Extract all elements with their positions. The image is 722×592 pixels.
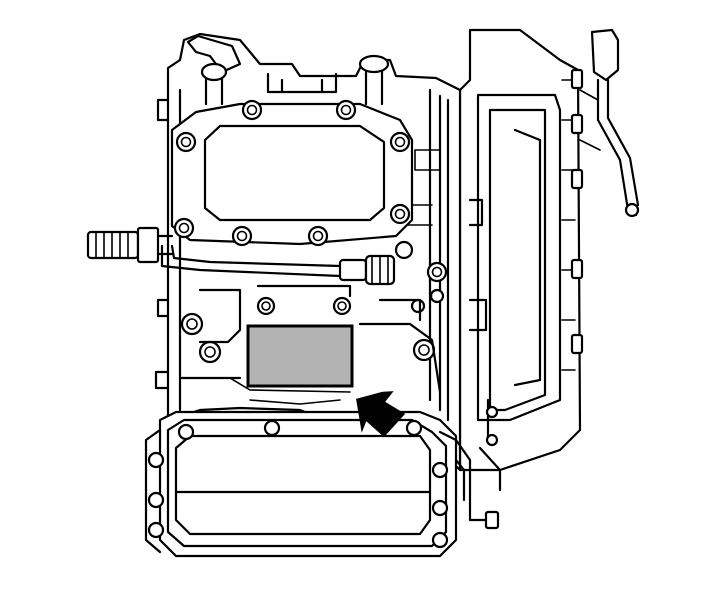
cooler-pipes bbox=[186, 34, 390, 106]
harness-hose bbox=[160, 244, 396, 286]
lower-linkage bbox=[438, 398, 502, 530]
oil-pan-bolt bbox=[147, 419, 449, 549]
cover-bolt bbox=[173, 99, 411, 247]
case-ribs bbox=[178, 284, 442, 405]
breather-pipe bbox=[579, 28, 640, 218]
bell-housing bbox=[458, 28, 584, 472]
highlighted-component bbox=[246, 324, 354, 388]
cover-plate bbox=[170, 99, 414, 247]
arrow-up-left-icon bbox=[352, 388, 406, 438]
transmission-case bbox=[154, 32, 462, 472]
oil-pan bbox=[144, 410, 458, 558]
case-bolt bbox=[180, 240, 448, 364]
input-shaft bbox=[86, 226, 174, 264]
